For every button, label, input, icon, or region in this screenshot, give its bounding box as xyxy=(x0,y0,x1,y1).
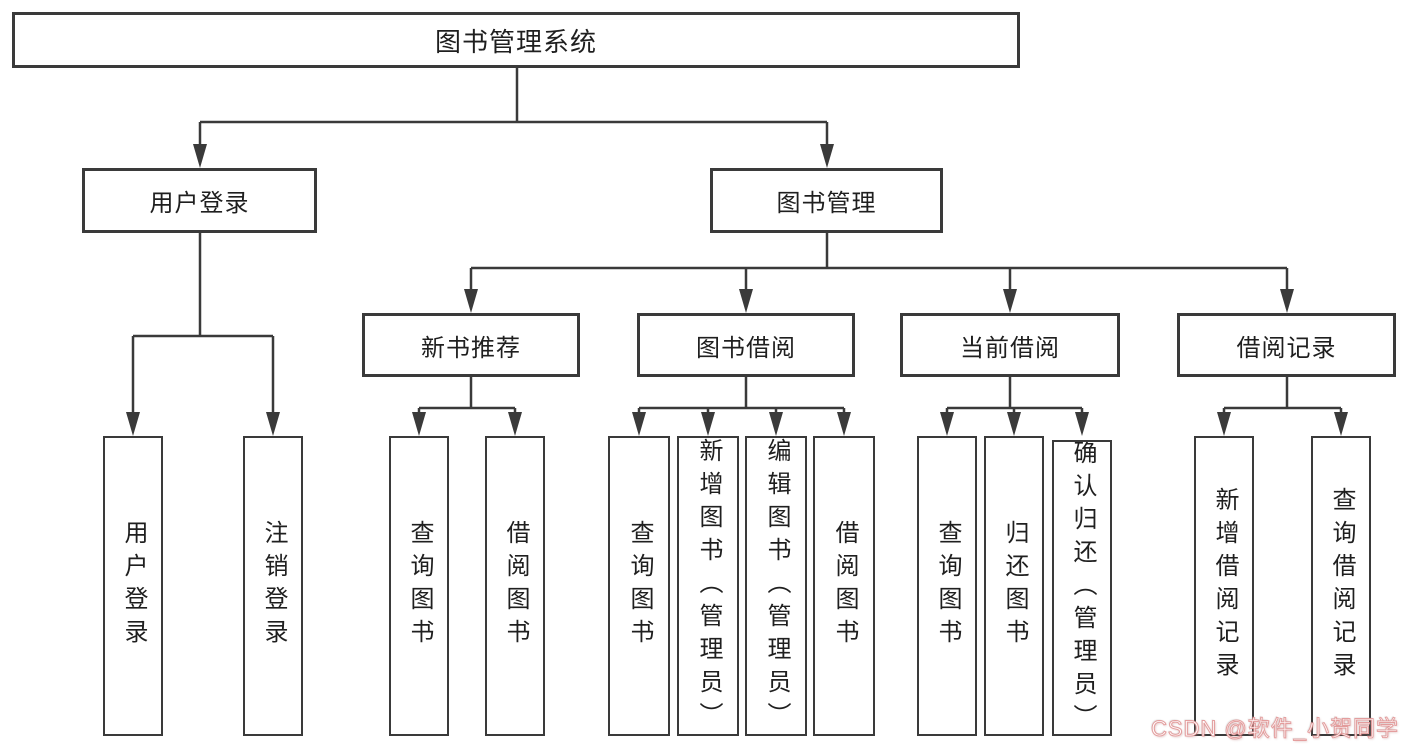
leaf-current-confirm-return-admin: 确认归还（管理员） xyxy=(1052,440,1112,736)
node-current-borrowing-label: 当前借阅 xyxy=(960,334,1060,362)
arrow-icon xyxy=(837,412,851,436)
arrow-icon xyxy=(632,412,646,436)
leaf-current-return-books-label: 归还图书 xyxy=(1001,520,1028,652)
leaf-recommend-borrow-books-label: 借阅图书 xyxy=(502,520,529,652)
leaf-borrowing-borrow-books-label: 借阅图书 xyxy=(831,520,858,652)
arrow-icon xyxy=(1334,412,1348,436)
node-book-management-label: 图书管理 xyxy=(776,190,877,217)
node-new-book-recommend: 新书推荐 xyxy=(362,313,580,377)
leaf-borrowing-query-books-label: 查询图书 xyxy=(626,520,653,652)
leaf-borrowing-add-books-admin: 新增图书（管理员） xyxy=(677,436,739,736)
arrow-icon xyxy=(266,412,280,436)
node-new-book-recommend-label: 新书推荐 xyxy=(421,334,521,362)
leaf-records-add-borrow-record: 新增借阅记录 xyxy=(1194,436,1254,736)
leaf-borrowing-borrow-books: 借阅图书 xyxy=(813,436,875,736)
arrowheads xyxy=(126,144,1348,436)
node-borrow-records: 借阅记录 xyxy=(1177,313,1396,377)
node-book-borrowing: 图书借阅 xyxy=(637,313,855,377)
node-user-login: 用户登录 xyxy=(82,168,317,233)
arrow-icon xyxy=(1217,412,1231,436)
arrow-icon xyxy=(739,289,753,313)
arrow-icon xyxy=(769,412,783,436)
leaf-current-query-books-label: 查询图书 xyxy=(934,520,961,652)
leaf-records-add-borrow-record-label: 新增借阅记录 xyxy=(1211,487,1238,685)
node-user-login-label: 用户登录 xyxy=(149,190,250,217)
leaf-user-login: 用户登录 xyxy=(103,436,163,736)
leaf-borrowing-edit-books-admin-label: 编辑图书（管理员） xyxy=(763,437,790,735)
leaf-logout-login-label: 注销登录 xyxy=(260,520,287,652)
arrow-icon xyxy=(1280,289,1294,313)
leaf-borrowing-edit-books-admin: 编辑图书（管理员） xyxy=(745,436,807,736)
arrow-icon xyxy=(193,144,207,168)
arrow-icon xyxy=(412,412,426,436)
watermark: CSDN @软件_小贺同学 xyxy=(1150,716,1399,742)
leaf-recommend-query-books: 查询图书 xyxy=(389,436,449,736)
arrow-icon xyxy=(701,412,715,436)
arrow-icon xyxy=(1003,289,1017,313)
leaf-borrowing-query-books: 查询图书 xyxy=(608,436,670,736)
leaf-recommend-borrow-books: 借阅图书 xyxy=(485,436,545,736)
arrow-icon xyxy=(1075,412,1089,436)
node-borrow-records-label: 借阅记录 xyxy=(1236,334,1337,362)
leaf-records-query-borrow-record-label: 查询借阅记录 xyxy=(1328,487,1355,685)
leaf-current-return-books: 归还图书 xyxy=(984,436,1044,736)
arrow-icon xyxy=(820,144,834,168)
arrow-icon xyxy=(508,412,522,436)
node-current-borrowing: 当前借阅 xyxy=(900,313,1120,377)
node-root-label: 图书管理系统 xyxy=(434,26,597,57)
node-book-management: 图书管理 xyxy=(710,168,943,233)
leaf-user-login-label: 用户登录 xyxy=(120,520,147,652)
leaf-current-query-books: 查询图书 xyxy=(917,436,977,736)
node-book-borrowing-label: 图书借阅 xyxy=(696,334,796,362)
arrow-icon xyxy=(464,289,478,313)
leaf-records-query-borrow-record: 查询借阅记录 xyxy=(1311,436,1371,736)
arrow-icon xyxy=(1007,412,1021,436)
leaf-borrowing-add-books-admin-label: 新增图书（管理员） xyxy=(695,437,722,735)
leaf-logout-login: 注销登录 xyxy=(243,436,303,736)
leaf-current-confirm-return-admin-label: 确认归还（管理员） xyxy=(1069,440,1096,736)
node-root: 图书管理系统 xyxy=(12,12,1020,68)
arrow-icon xyxy=(940,412,954,436)
leaf-recommend-query-books-label: 查询图书 xyxy=(406,520,433,652)
arrow-icon xyxy=(126,412,140,436)
